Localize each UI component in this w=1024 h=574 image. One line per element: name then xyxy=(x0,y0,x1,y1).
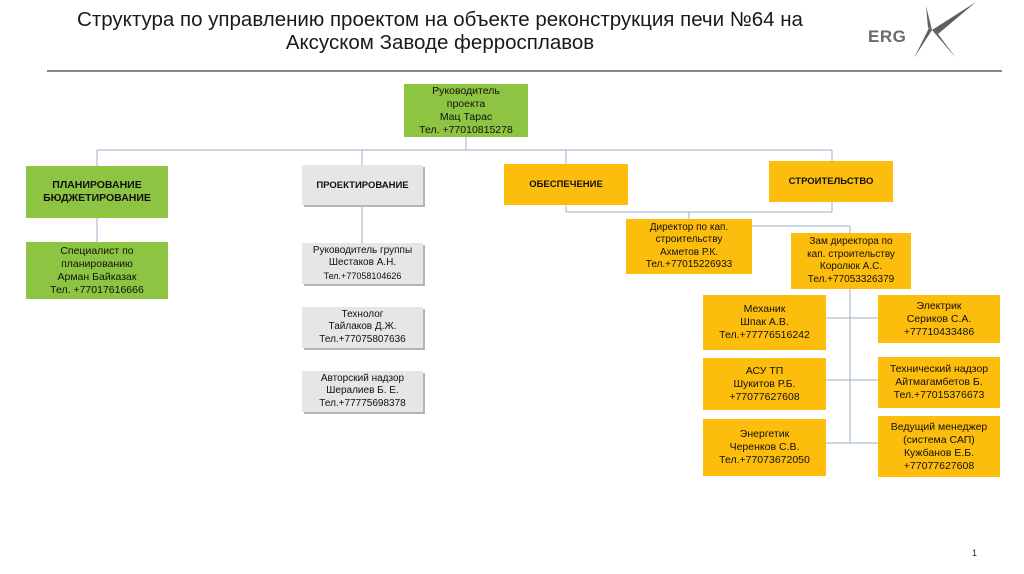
author-supervision-phone: Тел.+77775698378 xyxy=(319,397,406,409)
planning-specialist-line2: планированию xyxy=(61,257,133,270)
deputy-director-role-line1: Зам директора по xyxy=(809,236,893,247)
tech-supervision-phone: Тел.+77015376673 xyxy=(893,389,985,401)
energy-engineer-phone: Тел.+77073672050 xyxy=(719,454,810,466)
construction-department-box: СТРОИТЕЛЬСТВО xyxy=(769,161,893,202)
design-group-lead-phone: Тел.+77058104626 xyxy=(323,270,402,281)
energy-engineer-name: Черенков С.В. xyxy=(729,441,800,453)
electrician-role: Электрик xyxy=(916,299,962,312)
design-department-label: ПРОЕКТИРОВАНИЕ xyxy=(316,179,409,191)
design-group-lead-box: Руководитель группы Шестаков А.Н. Тел.+7… xyxy=(302,243,423,284)
tech-supervision-box: Технический надзор Айтмагамбетов Б. Тел.… xyxy=(878,357,1000,408)
author-supervision-box: Авторский надзор Шералиев Б. Е. Тел.+777… xyxy=(302,371,423,412)
project-head-box: Руководитель проекта Мац Тарас Тел. +770… xyxy=(404,84,528,137)
lead-manager-role: Ведущий менеджер xyxy=(890,420,988,433)
deputy-director-name: Королюк А.С. xyxy=(819,261,883,272)
project-head-name: Мац Тарас xyxy=(439,110,493,123)
deputy-director-box: Зам директора по кап. строительству Коро… xyxy=(791,233,911,289)
planning-specialist-box: Специалист по планированию Арман Байказа… xyxy=(26,242,168,299)
asu-tp-box: АСУ ТП Шукитов Р.Б. +77077627608 xyxy=(703,358,826,410)
technologist-box: Технолог Тайлаков Д.Ж. Тел.+77075807636 xyxy=(302,307,423,348)
electrician-box: Электрик Сериков С.А. +77710433486 xyxy=(878,295,1000,343)
project-head-role-line1: Руководитель xyxy=(432,84,500,97)
capital-director-name: Ахметов Р.К. xyxy=(659,246,719,258)
title-line-1: Структура по управлению проектом на объе… xyxy=(77,8,803,31)
capital-director-role-line1: Директор по кап. xyxy=(649,221,729,233)
logo-text: ERG xyxy=(868,27,907,46)
lead-manager-box: Ведущий менеджер (система САП) Кужбанов … xyxy=(878,416,1000,477)
author-supervision-name: Шералиев Б. Е. xyxy=(326,385,399,397)
page-number: 1 xyxy=(972,548,978,558)
electrician-phone: +77710433486 xyxy=(903,325,975,338)
project-head-role-line2: проекта xyxy=(446,97,486,110)
technologist-phone: Тел.+77075807636 xyxy=(319,333,406,345)
planning-specialist-line1: Специалист по xyxy=(60,244,134,257)
title-line-2: Аксуском Заводе ферросплавов xyxy=(285,31,595,54)
energy-engineer-box: Энергетик Черенков С.В. Тел.+77073672050 xyxy=(703,419,826,476)
capital-director-box: Директор по кап. строительству Ахметов Р… xyxy=(626,219,752,274)
design-group-lead-role: Руководитель группы xyxy=(312,244,413,256)
mechanic-name: Шпак А.В. xyxy=(740,316,789,328)
header-divider xyxy=(47,70,1002,72)
deputy-director-role-line2: кап. строительству xyxy=(807,248,895,260)
mechanic-phone: Тел.+77776516242 xyxy=(719,329,810,341)
lead-manager-phone: +77077627608 xyxy=(903,459,975,472)
planning-specialist-name: Арман Байказак xyxy=(57,270,137,283)
lead-manager-name: Кужбанов Е.Б. xyxy=(903,446,975,459)
capital-director-phone: Тел.+77015226933 xyxy=(645,259,733,270)
star-logo-icon xyxy=(914,2,976,58)
capital-director-role-line2: строительству xyxy=(655,234,723,245)
construction-department-label: СТРОИТЕЛЬСТВО xyxy=(788,176,874,187)
technologist-name: Тайлаков Д.Ж. xyxy=(328,321,397,333)
mechanic-box: Механик Шпак А.В. Тел.+77776516242 xyxy=(703,295,826,350)
planning-department-line2: БЮДЖЕТИРОВАНИЕ xyxy=(43,192,151,204)
technologist-role: Технолог xyxy=(341,308,384,320)
asu-tp-name: Шукитов Р.Б. xyxy=(733,377,796,390)
lead-manager-system: (система САП) xyxy=(903,433,975,446)
mechanic-role: Механик xyxy=(743,303,786,315)
tech-supervision-role: Технический надзор xyxy=(889,363,989,375)
tech-supervision-name: Айтмагамбетов Б. xyxy=(895,376,983,388)
erg-logo: ERG xyxy=(862,0,980,62)
design-group-lead-name: Шестаков А.Н. xyxy=(328,257,397,269)
project-head-phone: Тел. +77010815278 xyxy=(419,123,513,136)
author-supervision-role: Авторский надзор xyxy=(320,372,405,384)
design-department-box: ПРОЕКТИРОВАНИЕ xyxy=(302,165,423,205)
electrician-name: Сериков С.А. xyxy=(906,312,972,325)
planning-department-box: ПЛАНИРОВАНИЕ БЮДЖЕТИРОВАНИЕ xyxy=(26,166,168,218)
supply-department-label: ОБЕСПЕЧЕНИЕ xyxy=(529,179,603,190)
energy-engineer-role: Энергетик xyxy=(739,428,790,440)
asu-tp-phone: +77077627608 xyxy=(729,390,800,403)
deputy-director-phone: Тел.+77053326379 xyxy=(807,273,895,285)
planning-specialist-phone: Тел. +77017616666 xyxy=(50,283,144,296)
supply-department-box: ОБЕСПЕЧЕНИЕ xyxy=(504,164,628,205)
asu-tp-role: АСУ ТП xyxy=(745,364,784,377)
page-title: Структура по управлению проектом на объе… xyxy=(40,8,840,54)
planning-department-line1: ПЛАНИРОВАНИЕ xyxy=(52,179,142,191)
